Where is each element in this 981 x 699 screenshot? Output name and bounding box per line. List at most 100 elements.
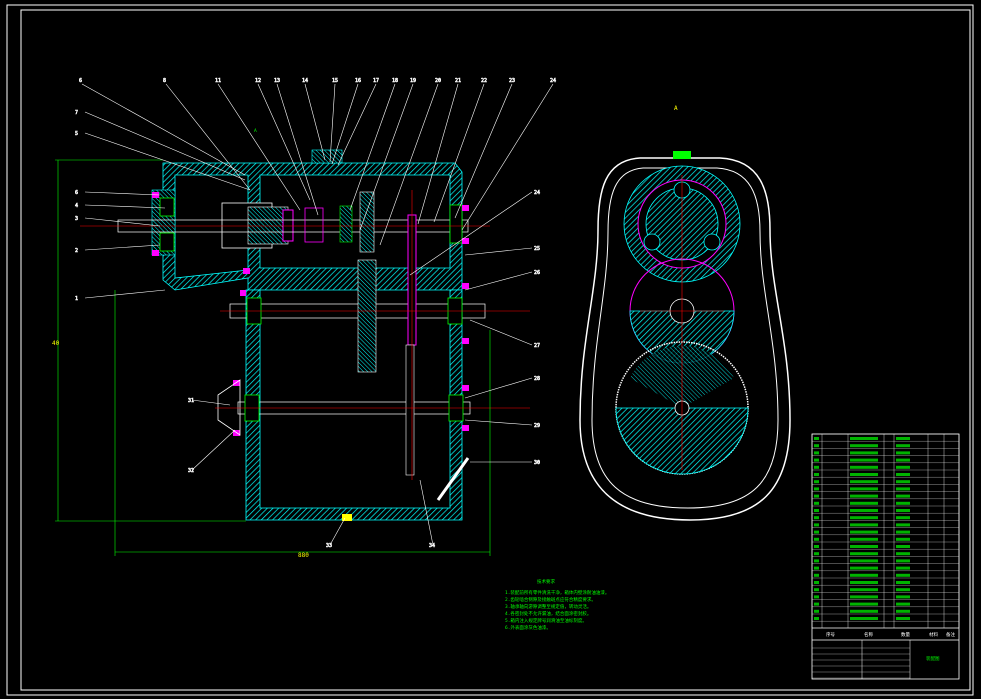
bom-entry: [896, 559, 910, 563]
balloon-number: 18: [392, 78, 398, 84]
balloon-number: 24: [534, 190, 540, 196]
bom-entry: [850, 545, 878, 548]
bom-entry: [850, 458, 878, 462]
bom-entry: [896, 480, 910, 484]
balloon-number: 3: [75, 216, 78, 222]
dimension-lines: [55, 159, 491, 556]
bom-entry: [814, 609, 819, 613]
bom-entry: [814, 509, 819, 512]
side-upper-hole-2: [643, 233, 661, 251]
bom-entry: [850, 609, 878, 613]
leader-line: [329, 83, 336, 163]
bom-entry: [896, 444, 910, 448]
tech-req-line-4: 4.各密封处不允许漏油，结合面涂密封胶。: [505, 610, 591, 617]
bom-entry: [850, 559, 878, 563]
tech-req-line-6: 6.外表面涂灰色油漆。: [505, 624, 551, 631]
bom-entry: [850, 566, 878, 570]
bom-header-cell: 数量: [901, 631, 910, 638]
balloon-number: 8: [163, 78, 166, 84]
bom-entry: [896, 566, 910, 570]
bom-entry: [850, 509, 878, 512]
bom-entry: [814, 617, 819, 620]
balloon-number: 26: [534, 270, 540, 276]
bom-entry: [850, 501, 878, 505]
bom-entry: [814, 465, 819, 469]
bevel-gear-cap: [217, 379, 241, 436]
balloon-number: 34: [429, 543, 435, 549]
balloon-number: 24: [550, 78, 556, 84]
lower-housing: [245, 289, 463, 521]
bom-entry: [814, 559, 819, 563]
leader-line: [464, 247, 533, 256]
bom-header-cell: 名称: [864, 631, 873, 638]
gear-upper-1: [359, 191, 375, 253]
tech-req-line-1: 1.装配前所有零件清洗干净，箱体内壁涂耐油油漆。: [505, 589, 609, 596]
bom-entry: [850, 581, 878, 584]
bom-entry: [814, 530, 819, 534]
bom-entry: [850, 617, 878, 620]
bom-entry: [896, 602, 910, 606]
balloon-number: 14: [302, 78, 308, 84]
leader-line: [349, 83, 396, 211]
leader-line: [329, 517, 346, 546]
leader-line: [191, 399, 231, 406]
balloon-number: 31: [188, 398, 194, 404]
bom-entry: [896, 588, 910, 592]
bom-entry: [896, 581, 910, 584]
tech-requirements: 技术要求 1.装配前所有零件清洗干净，箱体内壁涂耐油油漆。 2.齿轮啮合侧隙及接…: [505, 578, 609, 631]
side-center-lines: [640, 175, 724, 470]
bom-entry: [814, 581, 819, 584]
tech-req-line-3: 3.轴承轴向游隙调整至规定值，转动灵活。: [505, 603, 591, 610]
bom-header-cell: 序号: [826, 631, 835, 638]
balloon-number: 1: [75, 296, 78, 302]
leader-line: [84, 217, 161, 227]
bom-entry: [896, 509, 910, 512]
bom-entry: [814, 487, 819, 491]
leader-line: [359, 83, 414, 231]
gear-upper-2: [339, 205, 353, 243]
leader-line: [417, 83, 459, 225]
balloon-number: 27: [534, 343, 540, 349]
bearing-top-right: [449, 204, 463, 244]
leader-line: [331, 83, 359, 165]
balloon-number: 4: [75, 203, 78, 209]
bom-entry: [850, 573, 878, 577]
bom-entry: [850, 451, 878, 455]
bom-entry: [850, 480, 878, 484]
balloon-number: 29: [534, 423, 540, 429]
leader-line: [84, 132, 251, 191]
spline-block: [282, 209, 294, 242]
leader-line: [81, 83, 246, 176]
bom-entry: [896, 473, 910, 476]
leader-line: [461, 83, 554, 231]
leader-line: [217, 83, 301, 211]
sheet-border: [6, 4, 974, 696]
leader-line: [337, 83, 377, 166]
leader-line: [84, 289, 166, 299]
bom-entry: [850, 595, 878, 599]
balloon-number: 23: [509, 78, 515, 84]
magenta-bolts: [152, 192, 469, 436]
balloon-number: 17: [373, 78, 379, 84]
bom-header-cell: 备注: [946, 631, 955, 638]
bom-entry: [850, 465, 878, 469]
bom-entry: [896, 530, 910, 534]
tech-req-line-2: 2.齿轮啮合侧隙及接触斑点应符合精度要求。: [505, 596, 596, 603]
side-outer-contour: [579, 157, 791, 521]
bom-entry: [850, 552, 878, 556]
bom-entry: [814, 552, 819, 556]
oil-plug: [342, 514, 352, 521]
balloon-number: 2: [75, 248, 78, 254]
front-section-view: 880 40 A: [52, 128, 530, 559]
leader-line: [379, 83, 439, 246]
leader-line: [433, 83, 485, 223]
bom-entry: [850, 602, 878, 606]
bom-entry: [850, 444, 878, 448]
bom-entry: [896, 537, 910, 541]
view-label: A: [674, 105, 678, 112]
bom-entry: [896, 494, 910, 498]
dipstick: [436, 457, 470, 501]
balloon-number: 22: [481, 78, 487, 84]
balloon-number: 12: [255, 78, 261, 84]
